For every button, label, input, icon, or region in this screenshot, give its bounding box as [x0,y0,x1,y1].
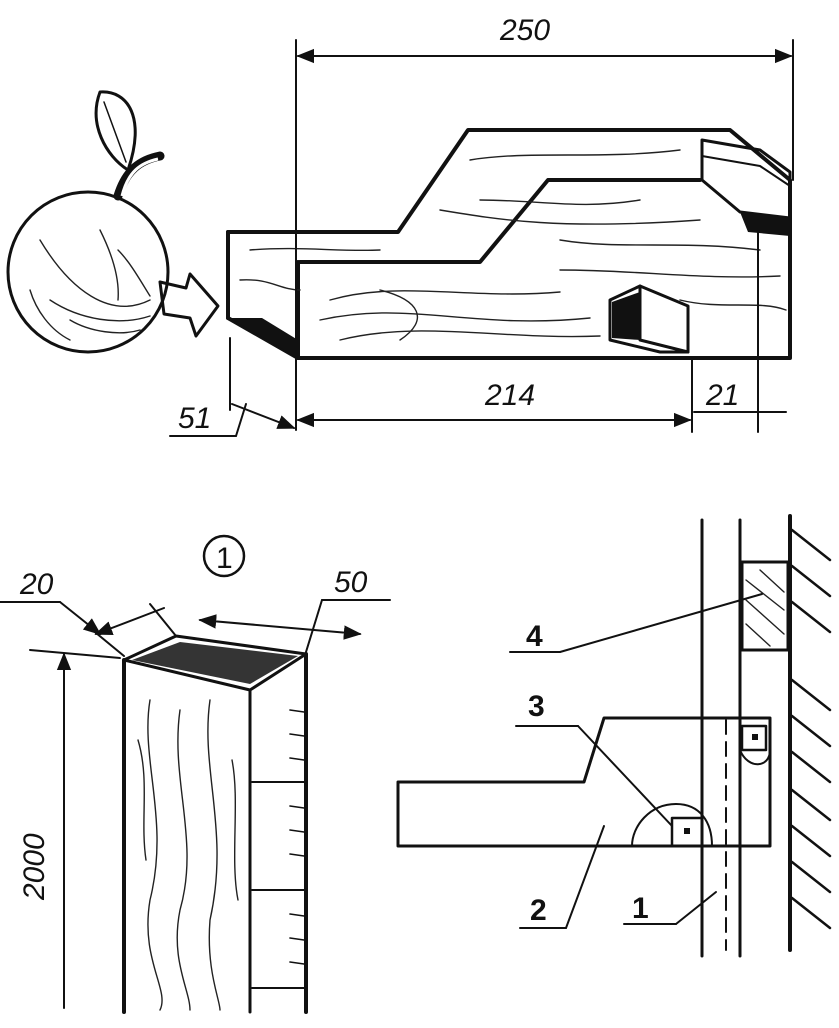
dimension-lines-top [169,39,794,437]
callout-1: 1 [632,892,649,925]
dim-width-label: 50 [334,566,368,599]
bracket-block [226,128,792,360]
dim-overall-label: 250 [499,14,550,47]
section-view [396,514,832,958]
arrow-icon [158,272,220,338]
dim-end-label: 21 [705,379,739,412]
post-illustration [122,634,308,1014]
callout-3: 3 [528,690,545,723]
callout-4: 4 [526,620,543,653]
dim-depth-label: 51 [178,402,211,435]
fig-number-badge: 1 [202,534,246,578]
callout-2: 2 [530,894,547,927]
dim-thickness-label: 20 [19,568,54,601]
fig-number-label: 1 [216,542,233,575]
dim-slot-label: 214 [484,379,535,412]
dimension-lines-post [0,599,391,1009]
dim-height-label: 2000 [18,833,51,901]
apple-illustration [6,90,170,354]
